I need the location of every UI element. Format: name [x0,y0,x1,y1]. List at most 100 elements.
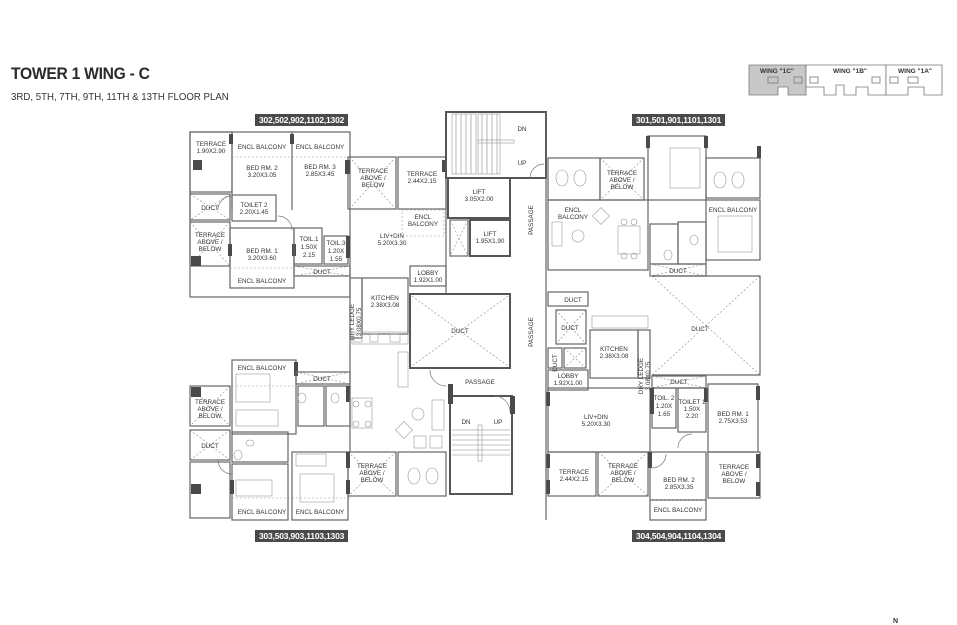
room-size: 3.05X2.00 [465,196,494,203]
room-label: TERRACE [358,168,388,175]
room-size: 1.95X1.90 [476,238,505,245]
unit-tag-top-left: 302,502,902,1102,1302 [255,114,349,126]
living-top-left: TERRACE ABOVE / BELOW TERRACE 2.44X2.15 … [345,156,447,388]
room-label: LOBBY [418,270,440,277]
room-size: 1.50X [684,406,701,413]
room-label: ABOVE / [197,239,222,246]
room-label: BELOW [362,182,385,189]
room-size: 3.20X3.05 [248,172,277,179]
room-size: 2.20X1.45 [240,209,269,216]
room-label: ENCL BALCONY [238,509,287,516]
room-label: BELOW [611,184,634,191]
room-label: KITCHEN [600,346,628,353]
room-label: DUCT [564,297,582,304]
room-label: TERRACE [196,141,226,148]
room-label: DUCT [691,326,709,333]
room-label: ENCL BALCONY [238,365,287,372]
stair-up-label: UP [518,160,527,167]
page-subtitle: 3RD, 5TH, 7TH, 9TH, 11TH & 13TH FLOOR PL… [11,91,229,103]
room-label: LOBBY [558,373,580,380]
room-label: ABOVE / [610,470,635,477]
room-label: TERRACE [357,463,387,470]
unit-tag-top-right: 301,501,901,1101,1301 [632,114,726,126]
room-label: TOIL. 2 [654,395,675,402]
stair-up-label: UP [494,419,503,426]
room-label: LIV+DIN [380,233,404,240]
room-size: 1.65 [658,411,671,418]
room-size: 2.20 [686,413,699,420]
room-size: 2.38X3.08 [600,353,629,360]
room-size: 3.20X3.60 [248,255,277,262]
room-size: 2.85X3.35 [665,484,694,491]
room-size: 5.20X3.30 [378,240,407,247]
room-label: BELOW [361,477,384,484]
room-label: DUCT [669,268,687,275]
room-size: 2.15 [303,252,316,259]
room-label: ABOVE / [359,470,384,477]
room-size: 2.44X2.15 [560,476,589,483]
unit-tag-bottom-left: 303,503,903,1103,1303 [255,530,349,542]
room-label: TERRACE [407,171,437,178]
room-label: BELOW [612,477,635,484]
room-label: DUCT [201,205,219,212]
room-label: ENCL [565,207,582,214]
room-size: 1.50X [301,244,318,251]
room-label: TOIL.1 [299,236,319,243]
room-label: ENCL BALCONY [709,207,758,214]
room-label: ENCL BALCONY [296,144,345,151]
unit-top-left: TERRACE 1.90X2.90 ENCL BALCONY ENCL BALC… [189,131,363,340]
core: DN UP LIFT 3.05X2.00 LIFT 1.95X1.90 PASS… [409,111,547,495]
room-label: ENCL BALCONY [654,507,703,514]
room-label: TERRACE [719,464,749,471]
room-label: ENCL BALCONY [296,509,345,516]
room-label: DUCT [201,443,219,450]
room-label: TERRACE [195,399,225,406]
room-size: 1.20X [656,403,673,410]
room-label: LIFT [484,231,497,238]
room-size: 1.92X1.00 [554,380,583,387]
room-label: BED RM. 1 [717,411,749,418]
unit-bottom-left: ENCL BALCONY DUCT TERRACE ABOVE / BELOW … [189,359,447,521]
stair-dn-label: DN [517,126,527,133]
wing-1b-label: WING "1B" [833,68,867,75]
room-label: BALCONY [408,221,439,228]
room-label: DUCT [313,269,331,276]
room-label: TOILET 1 [678,399,706,406]
unit-top-right: TERRACE ABOVE / BELOW ENCL BALCONY ENCL … [547,135,761,394]
room-label: BED RM. 1 [246,248,278,255]
room-label: ABOVE / [721,471,746,478]
wing-1a-label: WING "1A" [898,68,932,75]
room-label: BELOW [199,413,222,420]
north-compass-label: N [893,618,899,625]
room-label: TOIL.3 [326,240,346,247]
room-size: 1.90X2.90 [197,148,226,155]
passage-label: PASSAGE [465,379,495,386]
room-label: LIFT [473,189,486,196]
room-label: BED RM. 2 [663,477,695,484]
key-plan: WING "1C" WING "1B" WING "1A" [748,64,943,96]
page-title: TOWER 1 WING - C [11,64,150,83]
room-size: 1.92X1.00 [414,277,443,284]
room-size: 2.85X3.45 [306,171,335,178]
room-label: BED RM. 3 [304,164,336,171]
room-label: DUCT [313,376,331,383]
room-label: KITCHEN [371,295,399,302]
unit-tag-bottom-right: 304,504,904,1104,1304 [632,530,726,542]
room-label: ABOVE / [609,177,634,184]
room-size: 1.55 [330,256,343,263]
room-label: ENCL [415,214,432,221]
room-label: TERRACE [607,170,637,177]
room-label: TERRACE [195,232,225,239]
room-label: BALCONY [558,214,589,221]
room-label: DUCT [451,328,469,335]
room-label: BELOW [723,478,746,485]
room-size: 5.20X3.30 [582,421,611,428]
room-label: TOILET 2 [240,202,268,209]
room-label: LIV+DIN [584,414,608,421]
unit-bottom-right: LIV+DIN 5.20X3.30 DUCT TOIL. 2 1.20X 1.6… [546,375,761,521]
room-label: DUCT [670,379,688,386]
room-label: TERRACE [559,469,589,476]
passage-label: PASSAGE [528,317,535,347]
room-size: 3.08X0.75 [645,361,652,390]
